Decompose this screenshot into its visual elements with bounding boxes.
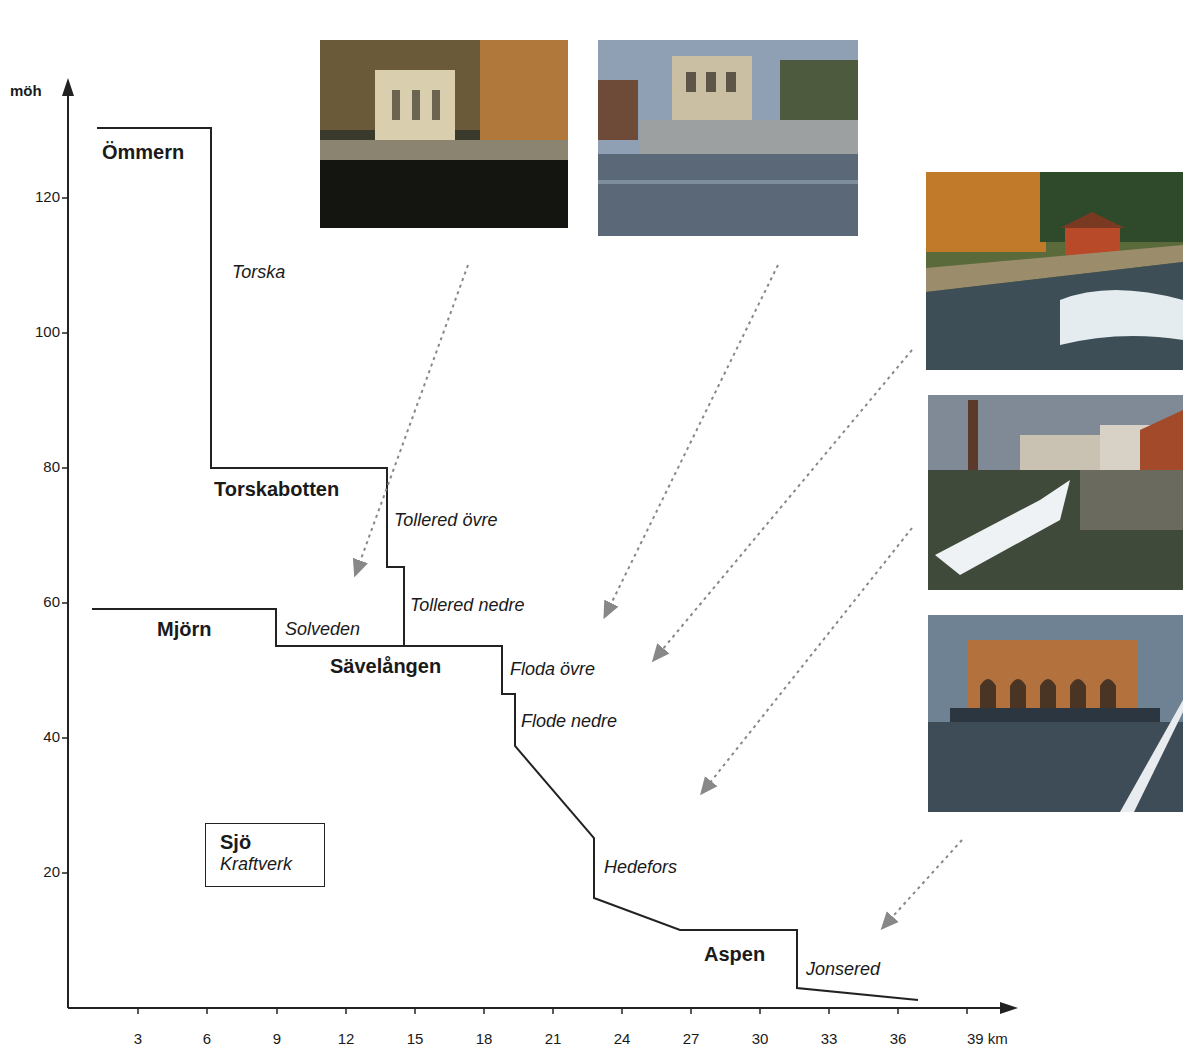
tick-label: 39 km (967, 1030, 1008, 1047)
power-plant-name: Tollered övre (394, 510, 497, 531)
tick-label: 33 (821, 1030, 838, 1047)
tick-label: 100 (35, 323, 60, 340)
lake-name: Aspen (704, 943, 765, 966)
photo (928, 395, 1183, 590)
axes (68, 90, 1005, 1008)
power-plant-name: Torska (232, 262, 285, 283)
tick-label: 9 (273, 1030, 281, 1047)
tick-label: 60 (43, 593, 60, 610)
photo (928, 615, 1183, 812)
lake-name: Torskabotten (214, 478, 339, 501)
legend-lake: Sjö (220, 830, 310, 854)
tick-label: 80 (43, 458, 60, 475)
legend-plant: Kraftverk (220, 854, 310, 876)
power-plant-name: Solveden (285, 619, 360, 640)
river-profile (92, 609, 404, 646)
leader-arrow (357, 265, 962, 924)
tick-label: 6 (203, 1030, 211, 1047)
river-profile (97, 128, 918, 1000)
lake-name: Sävelången (330, 655, 441, 678)
photo (926, 172, 1183, 370)
tick-label: 30 (752, 1030, 769, 1047)
tick-label: 15 (407, 1030, 424, 1047)
tick-label: 3 (134, 1030, 142, 1047)
tick-label: 24 (614, 1030, 631, 1047)
axis-unit: möh (10, 82, 42, 99)
tick-label: 12 (338, 1030, 355, 1047)
legend-box: SjöKraftverk (205, 823, 325, 887)
power-plant-name: Floda övre (510, 659, 595, 680)
lake-name: Ömmern (102, 141, 184, 164)
power-plant-name: Flode nedre (521, 711, 617, 732)
tick-label: 21 (545, 1030, 562, 1047)
photo (598, 40, 858, 236)
photo (320, 40, 568, 228)
tick-label: 40 (43, 728, 60, 745)
ticks (62, 198, 967, 1014)
tick-label: 27 (683, 1030, 700, 1047)
power-plant-name: Hedefors (604, 857, 677, 878)
power-plant-name: Jonsered (806, 959, 880, 980)
lake-name: Mjörn (157, 618, 211, 641)
tick-label: 120 (35, 188, 60, 205)
axis-arrow (62, 78, 74, 96)
axis-arrow (1000, 1002, 1018, 1014)
tick-label: 36 (890, 1030, 907, 1047)
power-plant-name: Tollered nedre (410, 595, 524, 616)
tick-label: 20 (43, 863, 60, 880)
tick-label: 18 (476, 1030, 493, 1047)
